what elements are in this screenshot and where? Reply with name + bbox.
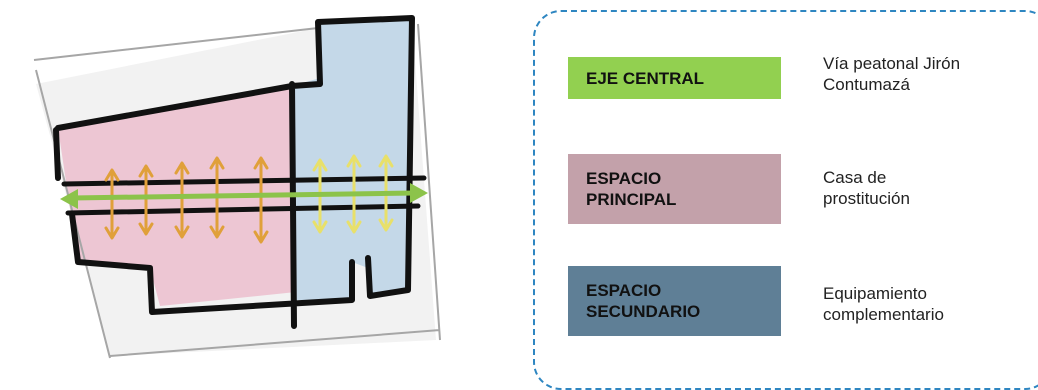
legend-swatch-espacio-principal: ESPACIO PRINCIPAL [568, 154, 781, 224]
primary-arrow [104, 168, 120, 240]
legend-description-eje-central: Vía peatonal Jirón Contumazá [823, 53, 1023, 95]
legend-label-line: EJE CENTRAL [586, 68, 705, 88]
secondary-arrows [312, 154, 394, 234]
legend-label-line: SECUNDARIO [586, 302, 701, 321]
legend-swatch-eje-central: EJE CENTRAL [568, 57, 781, 99]
legend-swatch-espacio-secundario: ESPACIO SECUNDARIO [568, 266, 781, 336]
legend-description-line: prostitución [823, 189, 910, 208]
central-axis-arrow [60, 183, 428, 209]
legend-label-line: ESPACIO [586, 169, 662, 188]
primary-arrow [253, 156, 269, 244]
legend-description-line: Contumazá [823, 75, 910, 94]
corridor-edge-bottom [65, 203, 421, 216]
legend-description-line: complementario [823, 305, 944, 324]
legend-description-line: Vía peatonal Jirón [823, 54, 961, 73]
corridor-edge-top [61, 175, 427, 187]
primary-arrow [138, 164, 154, 236]
zoning-sketch [33, 15, 441, 359]
legend-description-espacio-principal: Casa de prostitución [823, 167, 1023, 209]
legend-label-line: ESPACIO [586, 281, 662, 300]
primary-arrows [104, 156, 269, 244]
primary-arrow [174, 161, 190, 239]
legend-label-line: PRINCIPAL [586, 190, 677, 209]
building-outline [53, 15, 415, 329]
legend-description-espacio-secundario: Equipamiento complementario [823, 283, 1023, 325]
legend-description-line: Equipamiento [823, 284, 927, 303]
legend-description-line: Casa de [823, 168, 887, 187]
